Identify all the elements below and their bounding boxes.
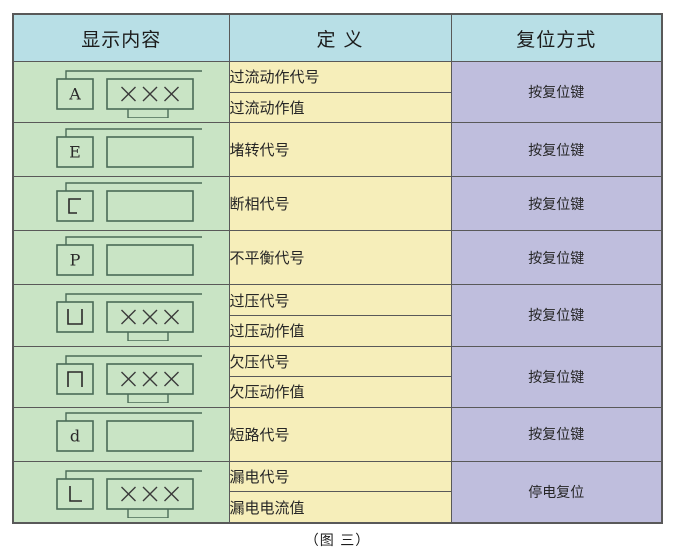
definition-cell: 过流动作代号: [228, 61, 452, 93]
definition-cell: 过压代号: [228, 284, 452, 316]
table-row: 欠压代号按复位键: [12, 345, 663, 408]
table-row: 断相代号按复位键: [12, 176, 663, 232]
svg-text:d: d: [70, 427, 80, 446]
svg-text:E: E: [69, 142, 81, 161]
definition-cell: 过压动作值: [228, 314, 452, 347]
table-row: 过压代号按复位键: [12, 284, 663, 347]
header-display-content: 显示内容: [12, 13, 230, 62]
display-symbol-cell: E: [12, 122, 230, 178]
code-symbol-n-shape-icon: [31, 351, 211, 403]
code-symbol-letter-icon: A: [31, 66, 211, 119]
svg-text:A: A: [68, 85, 81, 104]
reset-method-cell: 按复位键: [450, 284, 663, 347]
table-row: 过压动作值: [13, 314, 662, 347]
table-row: 过流动作值: [13, 91, 662, 124]
display-symbol-cell: [12, 345, 230, 408]
definition-cell: 短路代号: [228, 406, 452, 462]
definition-cell: 漏电代号: [228, 460, 452, 493]
table-row: A 过流动作代号按复位键: [12, 60, 663, 124]
table-row: 漏电代号停电复位: [12, 460, 663, 524]
table-header: 显示内容 定 义 复位方式: [12, 13, 663, 62]
display-symbol-cell: A: [12, 60, 230, 124]
code-symbol-bracket-c-icon: [31, 178, 211, 230]
display-symbol-cell: P: [12, 230, 230, 286]
figure-caption: （图 三）: [304, 533, 371, 549]
definition-cell: 断相代号: [228, 176, 452, 232]
code-symbol-letter-icon: P: [31, 232, 211, 284]
definition-cell: 不平衡代号: [228, 230, 452, 286]
definition-cell: 欠压动作值: [228, 376, 452, 408]
table-row: 欠压动作值: [13, 376, 662, 408]
reset-method-cell: 按复位键: [450, 230, 663, 286]
svg-text:P: P: [70, 250, 81, 269]
reset-method-cell: 按复位键: [450, 122, 663, 178]
reset-method-cell: 按复位键: [450, 406, 663, 462]
reset-method-cell: 按复位键: [450, 345, 663, 408]
header-row: 显示内容 定 义 复位方式: [12, 13, 663, 62]
code-symbol-l-shape-icon: [31, 466, 211, 518]
table-row: 漏电电流值: [13, 491, 662, 524]
definition-cell: 堵转代号: [228, 122, 452, 178]
reset-method-cell: 按复位键: [450, 176, 663, 232]
reset-method-cell: 按复位键: [450, 60, 663, 124]
display-symbol-cell: [12, 176, 230, 232]
definition-cell: 过流动作值: [228, 91, 452, 124]
code-symbol-letter-icon: d: [31, 408, 211, 460]
display-symbol-cell: [12, 284, 230, 347]
code-symbol-letter-icon: E: [31, 124, 211, 176]
table-row: P 不平衡代号按复位键: [12, 230, 663, 286]
header-definition: 定 义: [228, 13, 452, 62]
table-row: E 堵转代号按复位键: [12, 122, 663, 178]
definition-cell: 欠压代号: [228, 345, 452, 378]
code-symbol-u-shape-icon: [31, 289, 211, 342]
display-symbol-cell: [12, 460, 230, 524]
header-reset-method: 复位方式: [450, 13, 663, 62]
table-row: d 短路代号按复位键: [12, 406, 663, 462]
reset-method-cell: 停电复位: [450, 460, 663, 524]
definition-cell: 漏电电流值: [228, 491, 452, 524]
display-symbol-cell: d: [12, 406, 230, 462]
